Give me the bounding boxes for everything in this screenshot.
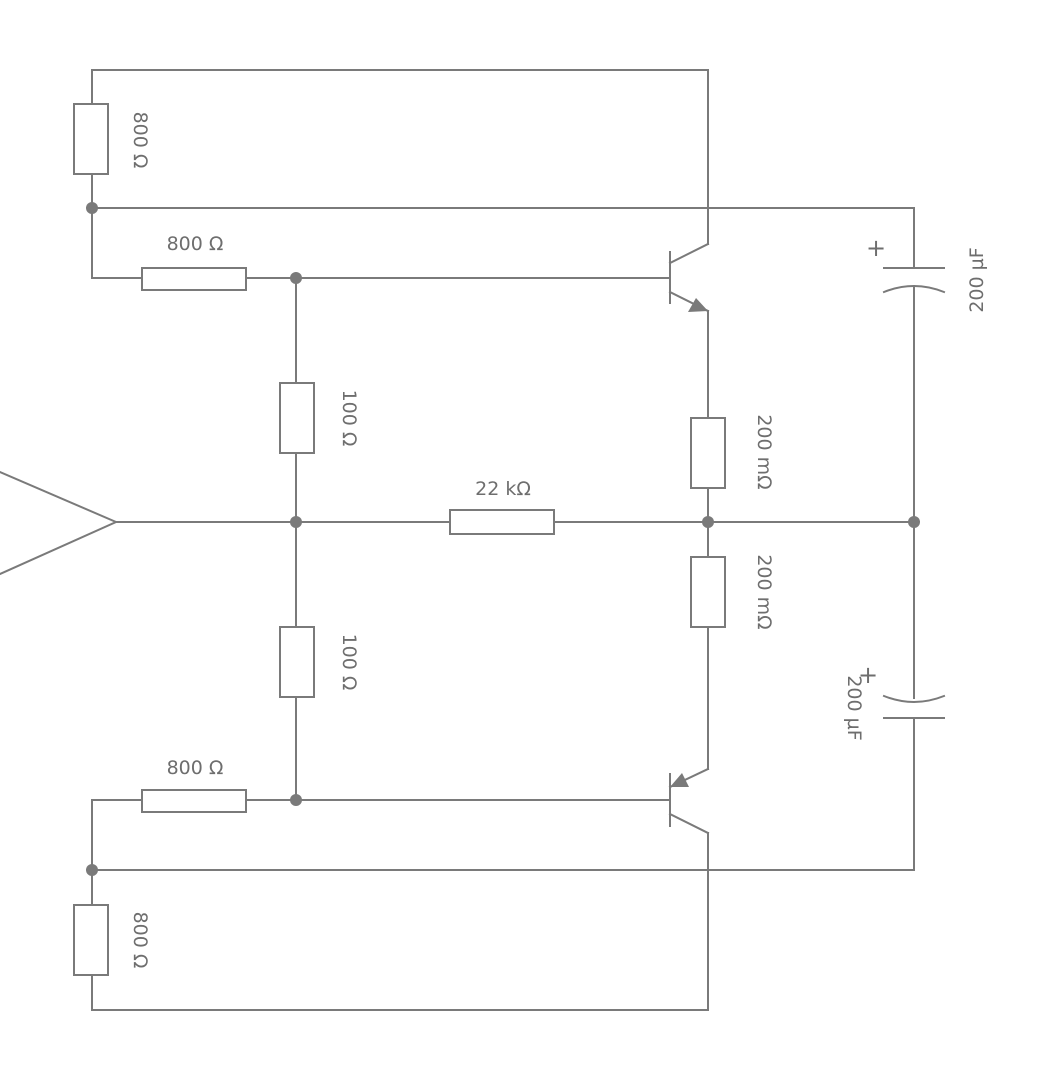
junction-dot bbox=[86, 864, 98, 876]
cap-upper-label: 200 µF bbox=[966, 247, 988, 312]
resistor-bottom-outer bbox=[73, 904, 109, 976]
resistor-top-base-label: 800 Ω bbox=[167, 233, 224, 255]
pnp-emitter-arrow bbox=[670, 773, 689, 787]
pnp-collector-lead bbox=[668, 812, 710, 835]
resistor-emitter-lower bbox=[690, 556, 726, 628]
resistor-top-base bbox=[141, 267, 247, 291]
junction-dot bbox=[290, 794, 302, 806]
resistor-top-outer bbox=[73, 103, 109, 175]
cap-lower-plate-curved bbox=[882, 694, 946, 703]
opamp-symbol bbox=[0, 470, 119, 576]
npn-emitter-arrow bbox=[688, 298, 708, 312]
resistor-bottom-base-label: 800 Ω bbox=[167, 757, 224, 779]
junction-dot bbox=[702, 516, 714, 528]
cap-lower-label: 200 µF bbox=[843, 675, 865, 740]
cap-lower-plus: + bbox=[858, 661, 878, 689]
resistor-bottom-outer-label: 800 Ω bbox=[129, 912, 151, 969]
junction-dot bbox=[86, 202, 98, 214]
resistor-emitter-lower-label: 200 mΩ bbox=[753, 554, 775, 629]
resistor-mid-upper-label: 100 Ω bbox=[338, 390, 360, 447]
junction-dot bbox=[908, 516, 920, 528]
junction-dot bbox=[290, 516, 302, 528]
cap-upper-plus: + bbox=[866, 234, 886, 262]
npn-collector-lead bbox=[668, 242, 710, 265]
resistor-bottom-base bbox=[141, 789, 247, 813]
resistor-feedback bbox=[449, 509, 555, 535]
resistor-emitter-upper-label: 200 mΩ bbox=[753, 414, 775, 489]
resistor-mid-upper bbox=[279, 382, 315, 454]
junction-dot bbox=[290, 272, 302, 284]
resistor-mid-lower-label: 100 Ω bbox=[338, 634, 360, 691]
resistor-emitter-upper bbox=[690, 417, 726, 489]
resistor-feedback-label: 22 kΩ bbox=[475, 478, 531, 500]
resistor-mid-lower bbox=[279, 626, 315, 698]
resistor-top-outer-label: 800 Ω bbox=[129, 112, 151, 169]
